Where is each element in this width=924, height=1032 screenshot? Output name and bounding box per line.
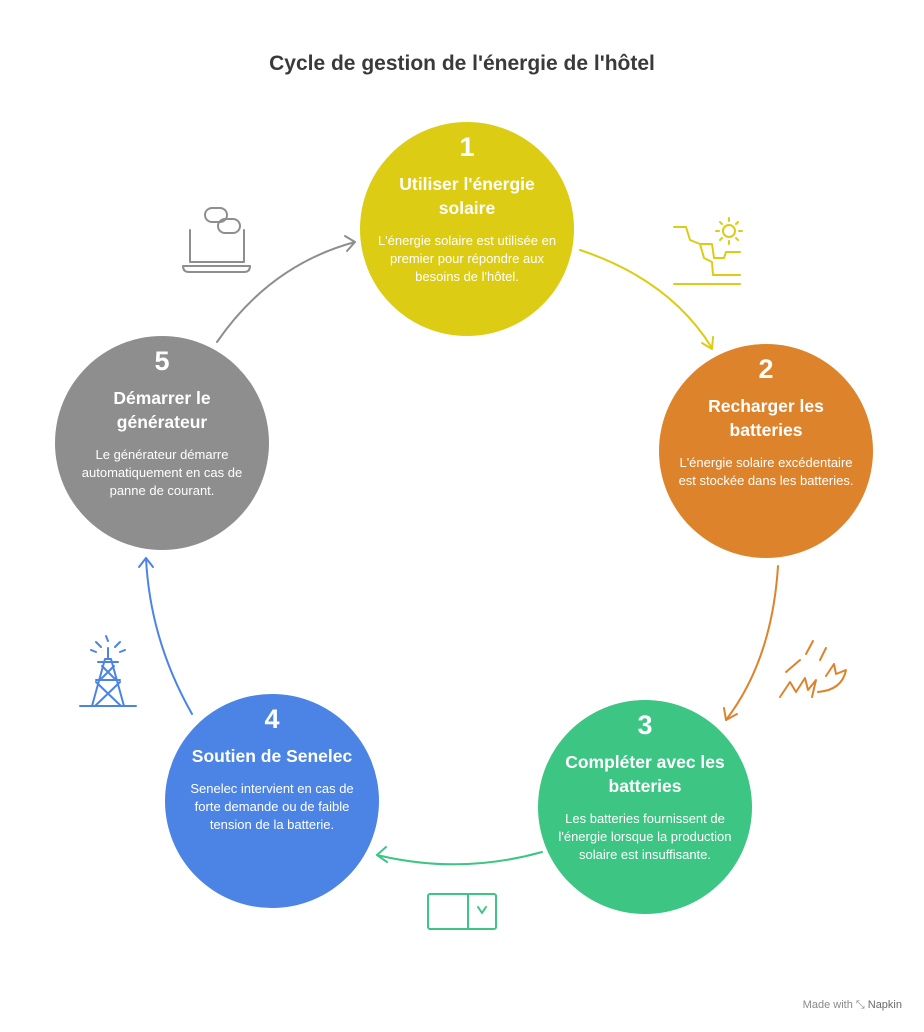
arrow-4-to-5 bbox=[138, 557, 193, 715]
step-title: Soutien de Senelec bbox=[191, 746, 353, 766]
step-title: Utiliser l'énergie solaire bbox=[399, 174, 535, 218]
footer-made-with: Made with bbox=[802, 999, 853, 1011]
step-3-node: 3 Compléter avec les batteries Les batte… bbox=[538, 700, 752, 914]
step-number: 5 bbox=[154, 346, 170, 376]
arrow-3-to-4 bbox=[376, 846, 543, 866]
step-5-node: 5 Démarrer le générateur Le générateur d… bbox=[55, 336, 269, 550]
step-title: Démarrer le générateur bbox=[113, 388, 211, 432]
step-1-node: 1 Utiliser l'énergie solaire L'énergie s… bbox=[360, 122, 574, 336]
step-description: Le générateur démarre automatiquement en… bbox=[81, 447, 243, 498]
step-description: L'énergie solaire excédentaire est stock… bbox=[678, 455, 854, 488]
arrow-1-to-2 bbox=[579, 249, 714, 350]
step-number: 4 bbox=[264, 704, 280, 734]
step-description: Senelec intervient en cas de forte deman… bbox=[190, 781, 354, 832]
step-number: 2 bbox=[758, 354, 774, 384]
footer-brand: Napkin bbox=[867, 999, 902, 1011]
step-description: Les batteries fournissent de l'énergie l… bbox=[558, 811, 732, 862]
diagram-title: Cycle de gestion de l'énergie de l'hôtel bbox=[269, 52, 655, 75]
step-number: 3 bbox=[637, 710, 653, 740]
arrow-2-to-3 bbox=[723, 565, 779, 721]
step-description: L'énergie solaire est utilisée en premie… bbox=[377, 233, 557, 284]
napkin-logo-icon: ⤡ bbox=[855, 999, 865, 1011]
transmission-tower-icon bbox=[79, 635, 137, 707]
arrow-5-to-1 bbox=[216, 235, 356, 343]
step-title: Recharger les batteries bbox=[708, 396, 824, 440]
step-2-node: 2 Recharger les batteries L'énergie sola… bbox=[659, 344, 873, 558]
generator-icon bbox=[182, 207, 251, 273]
step-4-node: 4 Soutien de Senelec Senelec intervient … bbox=[165, 694, 379, 908]
step-number: 1 bbox=[459, 132, 475, 162]
footer-credit: Made with ⤡ Napkin bbox=[803, 999, 902, 1012]
battery-selector-icon bbox=[427, 893, 497, 930]
step-title: Compléter avec les batteries bbox=[565, 752, 725, 796]
power-spark-icon bbox=[779, 640, 847, 698]
solar-landscape-icon bbox=[673, 217, 743, 285]
